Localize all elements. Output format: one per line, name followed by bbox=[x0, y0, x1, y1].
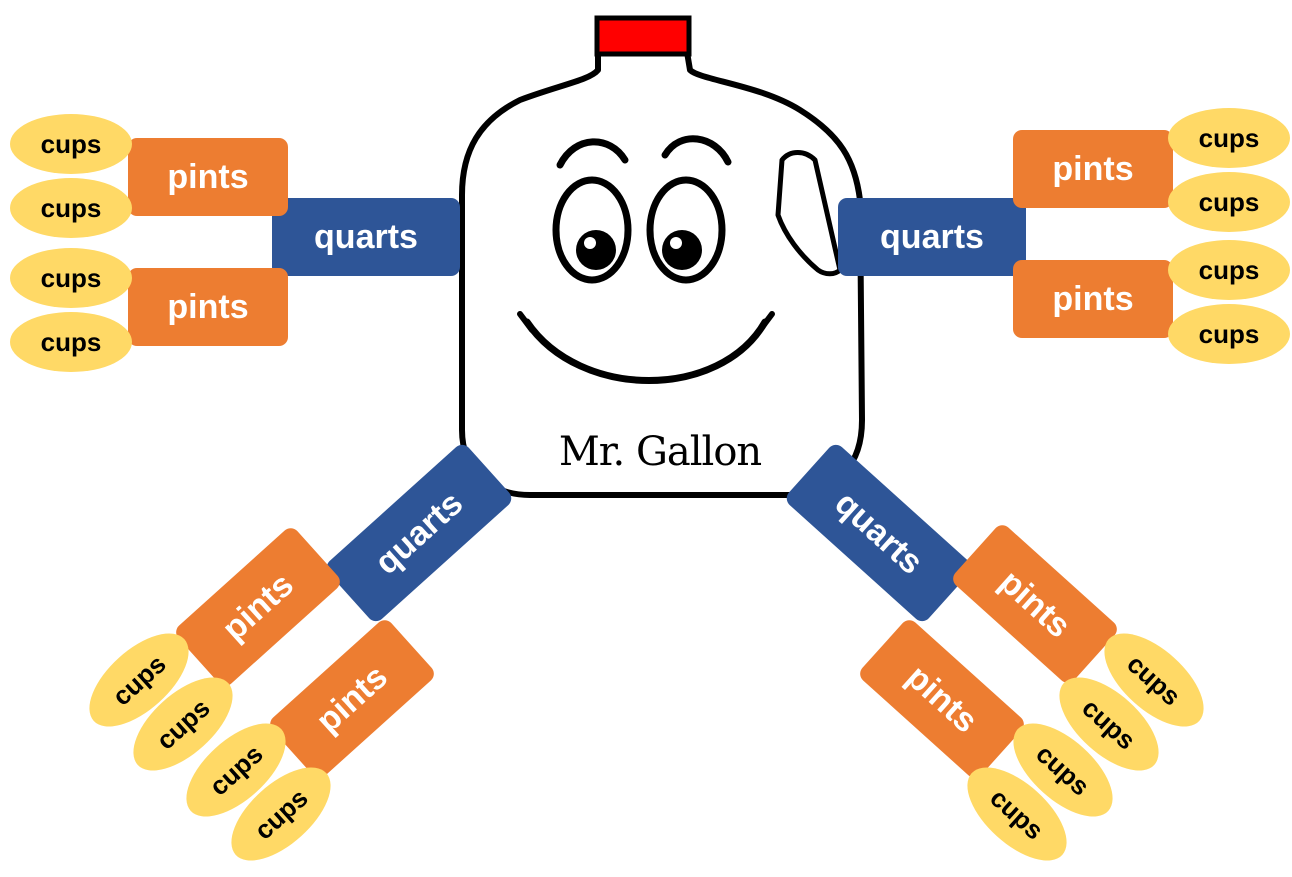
pint-left-top: pints bbox=[128, 138, 288, 216]
left-eyebrow-icon bbox=[556, 138, 629, 169]
jug-cap bbox=[594, 15, 692, 57]
quart-right: quarts bbox=[838, 198, 1026, 276]
cup-left-2: cups bbox=[10, 178, 132, 238]
jug-handle bbox=[775, 150, 843, 277]
jug-title: Mr. Gallon bbox=[558, 429, 762, 475]
pint-left-bottom: pints bbox=[128, 268, 288, 346]
quart-left: quarts bbox=[272, 198, 460, 276]
right-eyebrow-icon bbox=[661, 135, 732, 166]
pint-right-bottom: pints bbox=[1013, 260, 1173, 338]
cup-left-1: cups bbox=[10, 114, 132, 174]
cup-left-4: cups bbox=[10, 312, 132, 372]
cup-right-4: cups bbox=[1168, 304, 1290, 364]
smile-icon bbox=[523, 318, 769, 384]
pint-right-top: pints bbox=[1013, 130, 1173, 208]
cup-right-1: cups bbox=[1168, 108, 1290, 168]
cup-right-2: cups bbox=[1168, 172, 1290, 232]
cup-right-3: cups bbox=[1168, 240, 1290, 300]
cup-left-3: cups bbox=[10, 248, 132, 308]
